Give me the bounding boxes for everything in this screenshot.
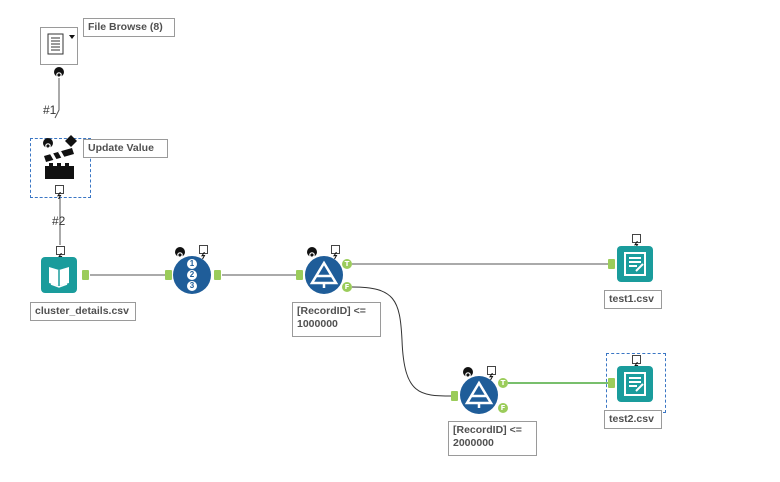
- lightning-anchor-icon[interactable]: [632, 234, 641, 249]
- input-data-label: cluster_details.csv: [30, 302, 136, 321]
- number-circle-1: 1: [187, 259, 197, 269]
- file-browse-tool[interactable]: [40, 27, 78, 65]
- lightning-anchor-icon[interactable]: [56, 246, 65, 261]
- book-icon: [49, 267, 69, 288]
- connection-number-1: #1: [43, 103, 57, 117]
- input-anchor[interactable]: [608, 259, 615, 269]
- clapperboard-icon: [44, 148, 74, 179]
- output-anchor[interactable]: [214, 270, 221, 280]
- output-1-label: test1.csv: [604, 290, 662, 309]
- dropdown-arrow-icon: [69, 35, 75, 39]
- output-data-tool-1[interactable]: [617, 246, 653, 282]
- select-tool[interactable]: 1 2 3: [173, 256, 211, 294]
- input-anchor[interactable]: [296, 270, 303, 280]
- filter-1-label: [RecordID] <= 1000000: [292, 302, 381, 337]
- update-value-selection-box: [30, 138, 91, 198]
- update-value-label: Update Value: [83, 139, 168, 158]
- lightning-anchor-icon[interactable]: [632, 355, 641, 370]
- output-anchor[interactable]: [82, 270, 89, 280]
- connection-number-2: #2: [52, 214, 66, 228]
- diamond-icon: [65, 135, 77, 147]
- question-anchor-icon[interactable]: [54, 67, 64, 79]
- input-anchor[interactable]: [608, 378, 615, 388]
- update-value-tool[interactable]: [42, 146, 78, 180]
- lightning-anchor-icon[interactable]: [487, 366, 496, 381]
- question-anchor-icon[interactable]: [43, 138, 53, 150]
- true-anchor[interactable]: T: [342, 259, 352, 269]
- connection-line-1[interactable]: [54, 78, 60, 119]
- input-data-tool[interactable]: [41, 257, 77, 293]
- number-circle-2: 2: [187, 270, 197, 280]
- number-circle-3: 3: [187, 281, 197, 291]
- false-anchor[interactable]: F: [498, 403, 508, 413]
- filter-funnel-icon: [309, 260, 339, 288]
- output-data-tool-2[interactable]: [617, 366, 653, 402]
- filter-2-label: [RecordID] <= 2000000: [448, 421, 537, 456]
- document-icon: [47, 33, 75, 55]
- lightning-anchor-icon[interactable]: [55, 185, 64, 200]
- lightning-anchor-icon[interactable]: [199, 245, 208, 260]
- false-anchor[interactable]: F: [342, 282, 352, 292]
- connection-filter1-false-to-filter2[interactable]: [351, 286, 453, 397]
- question-anchor-icon[interactable]: [175, 247, 185, 259]
- write-document-icon: [624, 372, 646, 396]
- true-anchor[interactable]: T: [498, 378, 508, 388]
- lightning-anchor-icon[interactable]: [331, 245, 340, 260]
- filter-tool-2[interactable]: [460, 376, 498, 414]
- filter-tool-1[interactable]: [305, 256, 343, 294]
- input-anchor[interactable]: [451, 391, 458, 401]
- output-2-label: test2.csv: [604, 410, 662, 429]
- file-browse-label: File Browse (8): [83, 18, 175, 37]
- write-document-icon: [624, 252, 646, 276]
- filter-funnel-icon: [464, 380, 494, 408]
- input-anchor[interactable]: [165, 270, 172, 280]
